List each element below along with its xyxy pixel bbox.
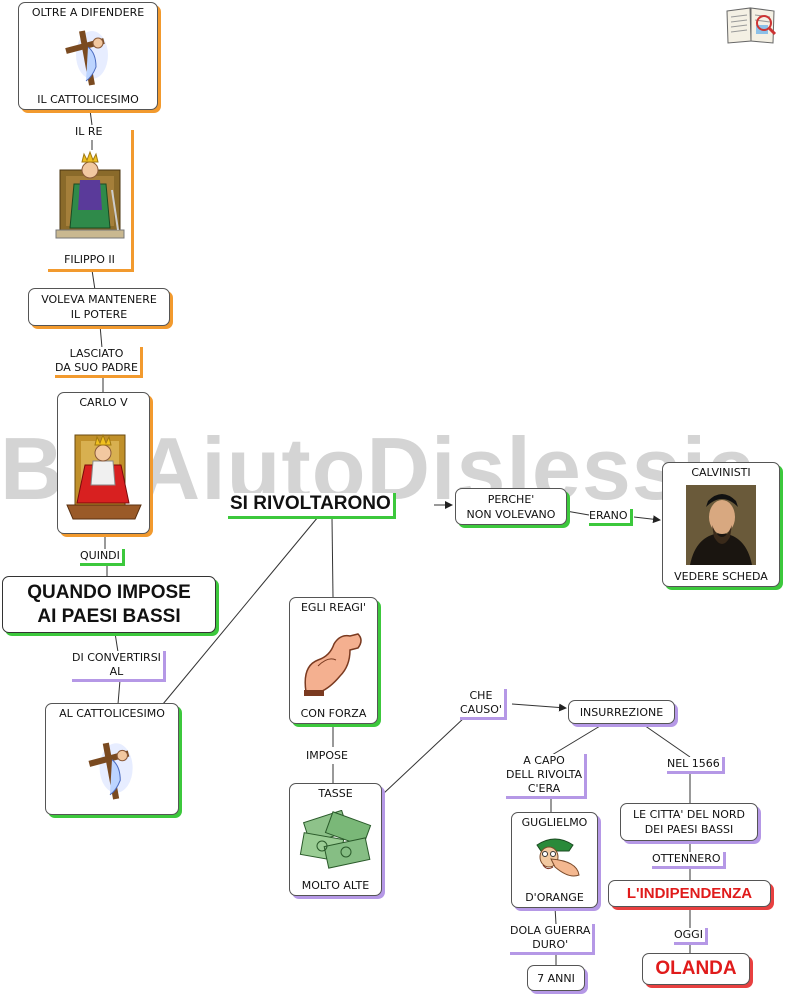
link-label-ottennero: OTTENNERO [652, 852, 726, 869]
link-label-impose: IMPOSE [306, 749, 348, 763]
node-tasse-top-label: TASSE [318, 787, 353, 800]
node-guglielmo[interactable]: GUGLIELMO D'ORANGE [511, 812, 598, 908]
link-acapo-line2: DELL RIVOLTA [506, 768, 583, 781]
node-filippo-label: FILIPPO II [64, 253, 115, 266]
node-anni-text: 7 ANNI [537, 971, 575, 985]
link-label-il-re: IL RE [75, 125, 103, 139]
link-acapo-line1: A CAPO [523, 754, 565, 767]
book-magnifier-icon[interactable] [724, 3, 778, 45]
link-label-oggi: OGGI [674, 928, 708, 945]
node-voleva-line1: VOLEVA MANTENERE [41, 293, 157, 306]
node-oltre-bottom-label: IL CATTOLICESIMO [37, 93, 139, 106]
link-label-erano: ERANO [589, 509, 633, 526]
emperor-on-throne-icon [58, 412, 149, 533]
link-lasciato-line1: LASCIATO [69, 347, 124, 360]
node-si-rivoltarono[interactable]: SI RIVOLTARONO [228, 493, 396, 519]
node-voleva-line2: IL POTERE [70, 308, 128, 321]
node-olanda-text: OLANDA [655, 958, 737, 979]
node-olanda[interactable]: OLANDA [642, 953, 750, 985]
money-bills-icon [290, 803, 381, 876]
node-filippo-ii[interactable]: FILIPPO II [48, 130, 134, 272]
node-al-catt-top-label: AL CATTOLICESIMO [59, 707, 165, 720]
node-quando-line1: QUANDO IMPOSE [27, 581, 191, 603]
king-on-throne-icon [48, 130, 131, 250]
node-egli-reagi[interactable]: EGLI REAGI' CON FORZA [289, 597, 378, 724]
cross-icon [46, 723, 178, 814]
link-label-quindi: QUINDI [80, 549, 125, 566]
node-insurrezione[interactable]: INSURREZIONE [568, 700, 675, 724]
node-tasse-bottom-label: MOLTO ALTE [301, 879, 370, 892]
node-carlo-top-label: CARLO V [79, 396, 128, 409]
node-voleva-mantenere[interactable]: VOLEVA MANTENERE IL POTERE [28, 288, 170, 326]
node-citta-line2: DEI PAESI BASSI [644, 823, 734, 836]
node-perche-line1: PERCHE' [487, 492, 535, 506]
link-label-dola-guerra: DOLA GUERRA DURO' [510, 924, 596, 955]
link-label-che-causo: CHE CAUSO' [460, 689, 507, 720]
cartoon-face-icon [512, 832, 597, 888]
node-egli-top-label: EGLI REAGI' [300, 601, 367, 614]
node-calvinisti-top-label: CALVINISTI [691, 466, 751, 479]
node-oltre-top-label: OLTRE A DIFENDERE [31, 6, 145, 19]
link-che-line2: CAUSO' [460, 703, 502, 716]
node-guglielmo-bottom-label: D'ORANGE [525, 891, 584, 904]
link-label-a-capo: A CAPO DELL RIVOLTA C'ERA [506, 754, 588, 799]
node-egli-bottom-label: CON FORZA [300, 707, 367, 720]
cross-icon [19, 22, 157, 90]
node-oltre-a-difendere[interactable]: OLTRE A DIFENDERE IL CATTOLICESIMO [18, 2, 158, 110]
node-le-citta-del-nord[interactable]: LE CITTA' DEL NORD DEI PAESI BASSI [620, 803, 758, 841]
node-carlo-v[interactable]: CARLO V [57, 392, 150, 534]
node-calvinisti-bottom-label: VEDERE SCHEDA [674, 570, 768, 583]
link-lasciato-line2: DA SUO PADRE [55, 361, 139, 374]
node-indipendenza[interactable]: L'INDIPENDENZA [608, 880, 771, 907]
calvin-portrait-icon [663, 482, 779, 567]
link-convertirsi-line2: AL [109, 665, 124, 678]
node-quando-impose[interactable]: QUANDO IMPOSE AI PAESI BASSI [2, 576, 216, 633]
node-perche-non-volevano[interactable]: PERCHE' NON VOLEVANO [455, 488, 567, 525]
node-insurrezione-text: INSURREZIONE [579, 705, 664, 719]
node-quando-line2: AI PAESI BASSI [37, 605, 181, 627]
node-al-cattolicesimo[interactable]: AL CATTOLICESIMO [45, 703, 179, 815]
link-label-lasciato: LASCIATO DA SUO PADRE [55, 347, 144, 378]
node-calvinisti[interactable]: CALVINISTI VEDERE SCHEDA [662, 462, 780, 587]
link-che-line1: CHE [469, 689, 493, 702]
link-dola-line1: DOLA GUERRA [510, 924, 591, 937]
link-acapo-line3: C'ERA [527, 782, 561, 795]
node-indipendenza-text: L'INDIPENDENZA [626, 884, 753, 902]
link-convertirsi-line1: DI CONVERTIRSI [72, 651, 161, 664]
node-7-anni[interactable]: 7 ANNI [527, 965, 585, 991]
link-label-nel-1566: NEL 1566 [667, 757, 725, 774]
node-perche-line2: NON VOLEVANO [466, 507, 556, 521]
node-tasse[interactable]: TASSE MOLTO ALTE [289, 783, 382, 896]
strong-arm-icon [290, 617, 377, 704]
node-guglielmo-top-label: GUGLIELMO [521, 816, 588, 829]
node-citta-line1: LE CITTA' DEL NORD [633, 808, 745, 821]
link-dola-line2: DURO' [532, 938, 569, 951]
link-label-di-convertirsi: DI CONVERTIRSI AL [72, 651, 166, 682]
